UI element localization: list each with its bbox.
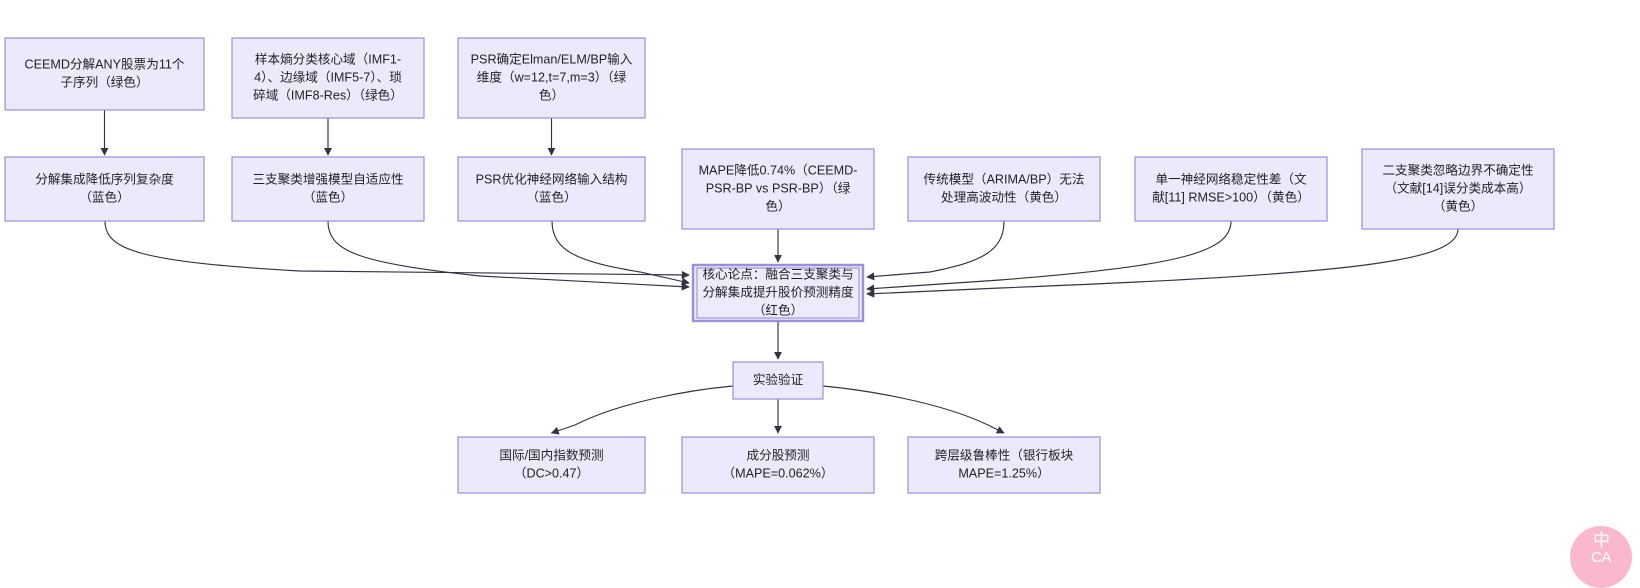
node-label-line: 4）、边缘域（IMF5-7）、琐	[254, 69, 402, 84]
node-label-line: 子序列（绿色）	[60, 74, 148, 89]
node-box	[691, 263, 865, 323]
flow-edge-n9-to-core	[866, 220, 1232, 293]
node-label-line: 成分股预测	[747, 448, 810, 462]
node-label-line: 传统模型（ARIMA/BP）无法	[924, 172, 1085, 186]
node-label-line: PSR优化神经网络输入结构	[476, 171, 628, 186]
node-label-line: （蓝色）	[526, 189, 576, 204]
node-label-line: （文献[14]误分类成本高）	[1385, 180, 1532, 195]
flow-node-n2[interactable]: 样本熵分类核心域（IMF1- 4）、边缘域（IMF5-7）、琐碎域（IMF8-Re…	[231, 37, 425, 119]
node-label-line: （蓝色）	[79, 189, 129, 204]
node-box	[457, 37, 646, 119]
watermark-badge: 中 CA	[1570, 526, 1632, 588]
node-label-line: MAPE降低0.74%（CEEMD-	[699, 163, 858, 177]
node-label-line: 碎域（IMF8-Res）（绿色）	[253, 87, 403, 102]
flow-edge-n6-to-core	[551, 220, 690, 286]
node-label-line: 国际/国内指数预测	[499, 448, 603, 462]
node-label-line: 二支聚类忽略边界不确定性	[1382, 162, 1533, 177]
node-box	[457, 156, 646, 222]
flow-edge-n8-to-core	[866, 220, 1005, 281]
node-label-line: （蓝色）	[303, 189, 353, 204]
node-box	[907, 436, 1101, 494]
flow-node-r3[interactable]: 跨层级鲁棒性（银行板块 MAPE=1.25%）	[907, 436, 1101, 494]
flow-edge-verify-to-r3	[822, 385, 1005, 434]
node-label-line: 维度（w=12,t=7,m=3）（绿	[477, 69, 627, 84]
node-box	[457, 436, 646, 494]
node-box	[681, 148, 875, 230]
node-label-line: 样本熵分类核心域（IMF1-	[255, 51, 401, 66]
node-label-line: （DC>0.47）	[514, 466, 589, 480]
node-label-line: 分解集成降低序列复杂度	[35, 171, 174, 186]
node-box	[1361, 148, 1555, 230]
node-label-line: PSR-BP vs PSR-BP）（绿	[706, 181, 851, 195]
node-label-line: 色）	[765, 198, 790, 213]
flow-node-n9[interactable]: 单一神经网络稳定性差（文献[11] RMSE>100）（黄色）	[1134, 156, 1328, 222]
node-label-line: 三支聚类增强模型自适应性	[252, 171, 403, 186]
node-box	[4, 37, 205, 111]
node-box	[1134, 156, 1328, 222]
watermark-line-2: CA	[1591, 549, 1611, 566]
node-label-line: （红色）	[753, 302, 803, 317]
flow-node-n7[interactable]: MAPE降低0.74%（CEEMD- PSR-BP vs PSR-BP）（绿色）	[681, 148, 875, 230]
node-box	[231, 37, 425, 119]
node-box	[4, 156, 205, 222]
flow-node-n5[interactable]: 三支聚类增强模型自适应性 （蓝色）	[231, 156, 425, 222]
node-label-line: 处理高波动性（黄色）	[941, 189, 1067, 204]
watermark-line-1: 中	[1593, 531, 1610, 550]
node-box	[681, 436, 875, 494]
node-box-inner	[696, 267, 860, 319]
edge-layer	[100, 110, 1459, 435]
flow-edge-n5-to-core	[327, 220, 690, 291]
flow-node-r2[interactable]: 成分股预测 （MAPE=0.062%）	[681, 436, 875, 494]
node-box	[732, 361, 824, 400]
node-label-line: 跨层级鲁棒性（银行板块	[935, 448, 1074, 462]
flow-node-verify[interactable]: 实验验证	[732, 361, 824, 400]
node-label-line: 单一神经网络稳定性差（文	[1155, 171, 1307, 186]
flow-node-n6[interactable]: PSR优化神经网络输入结构 （蓝色）	[457, 156, 646, 222]
flowchart-canvas: CEEMD分解ANY股票为11个子序列（绿色） 样本熵分类核心域（IMF1- 4）、…	[4, 37, 1632, 588]
node-label-line: （MAPE=0.062%）	[723, 466, 834, 480]
flow-node-n4[interactable]: 分解集成降低序列复杂度 （蓝色）	[4, 156, 205, 222]
flow-node-n10[interactable]: 二支聚类忽略边界不确定性 （文献[14]误分类成本高） （黄色）	[1361, 148, 1555, 230]
node-label-line: 实验验证	[753, 372, 804, 387]
node-label-line: （黄色）	[1433, 198, 1483, 213]
flow-node-r1[interactable]: 国际/国内指数预测 （DC>0.47）	[457, 436, 646, 494]
node-box	[231, 156, 425, 222]
flow-edge-n4-to-core	[104, 220, 690, 279]
node-label-line: CEEMD分解ANY股票为11个	[24, 57, 184, 71]
node-label-line: 献[11] RMSE>100）（黄色）	[1152, 189, 1310, 204]
node-label-line: PSR确定Elman/ELM/BP输入	[471, 51, 633, 66]
node-label-line: 色）	[539, 87, 564, 102]
flow-edge-verify-to-r1	[550, 385, 734, 435]
node-box	[907, 156, 1101, 222]
node-label-line: MAPE=1.25%）	[958, 466, 1049, 480]
flow-edge-n10-to-core	[866, 228, 1459, 298]
node-label-line: 核心论点：融合三支聚类与	[702, 267, 853, 281]
node-label-line: 分解集成提升股价预测精度	[702, 284, 854, 299]
